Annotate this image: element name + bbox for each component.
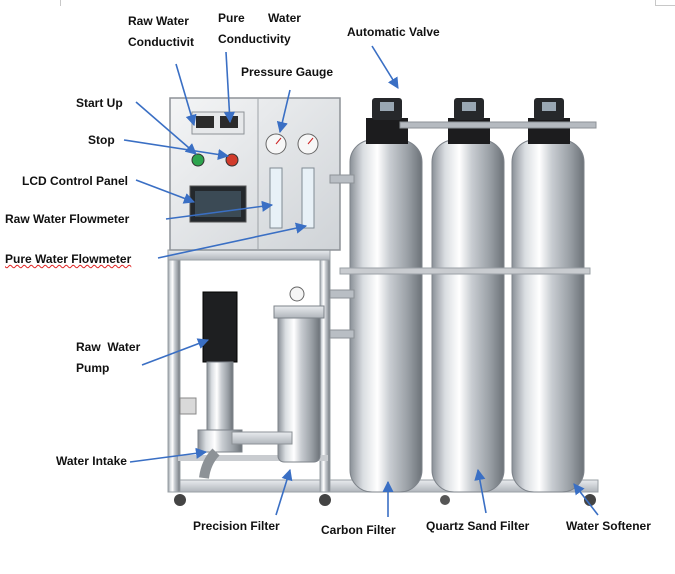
label-raw-water-flowmeter: Raw Water Flowmeter [5, 212, 130, 226]
arrow-pressure-gauge [276, 89, 291, 134]
page-corner-mark-right-h [655, 5, 675, 6]
arrow-stop [123, 139, 230, 161]
page-corner-mark-left [60, 0, 61, 6]
interconnect-pipes [329, 174, 355, 339]
arrow-precision-filter [275, 468, 293, 516]
label-water-softener: Water Softener [566, 519, 651, 533]
arrow-raw-water-flowmeter [165, 200, 274, 220]
arrow-raw-water-conductivity [175, 63, 197, 127]
filter-tanks [339, 98, 597, 493]
label-stop: Stop [88, 133, 115, 147]
label-pure-water-flowmeter: Pure Water Flowmeter [5, 252, 132, 266]
arrow-pure-water-flowmeter [157, 222, 308, 259]
arrow-water-softener [573, 483, 599, 516]
label-carbon-filter: Carbon Filter [321, 523, 396, 537]
arrow-lcd-control-panel [135, 179, 196, 204]
quartz-sand-filter-tank [431, 98, 505, 493]
label-quartz-sand-filter: Quartz Sand Filter [426, 519, 530, 533]
top-manifold-pipe [399, 121, 597, 129]
arrow-quartz-sand-filter [474, 468, 487, 514]
arrow-start-up [135, 101, 197, 155]
caster-wheels [174, 494, 596, 506]
label-raw-water-pump: Raw Water Pump [76, 340, 141, 375]
callout-arrows [123, 45, 599, 517]
pure-flowmeter-tube [301, 167, 315, 229]
label-automatic-valve: Automatic Valve [347, 25, 440, 39]
label-pressure-gauge: Pressure Gauge [241, 65, 334, 79]
label-start-up: Start Up [76, 96, 123, 110]
arrow-pure-water-conductivity [223, 51, 236, 124]
label-lcd-control-panel: LCD Control Panel [22, 174, 129, 188]
start-button [191, 153, 205, 167]
arrow-raw-water-pump [141, 338, 210, 366]
water-softener-tank [511, 98, 585, 493]
page-corner-mark-right [655, 0, 656, 6]
label-pure-water-conductivity: Pure Water Conductivity [218, 11, 301, 46]
carbon-filter-tank [349, 98, 423, 493]
raw-flowmeter-tube [269, 167, 283, 229]
raw-conductivity-meter-display [196, 116, 214, 128]
precision-filter-housing [231, 286, 325, 463]
label-water-intake: Water Intake [56, 454, 127, 468]
label-raw-water-conductivity: Raw Water Conductivit [128, 14, 194, 49]
arrow-water-intake [129, 447, 208, 463]
raw-water-pump [179, 291, 243, 479]
label-precision-filter: Precision Filter [193, 519, 280, 533]
control-cabinet [169, 97, 341, 251]
arrow-automatic-valve [371, 45, 399, 89]
